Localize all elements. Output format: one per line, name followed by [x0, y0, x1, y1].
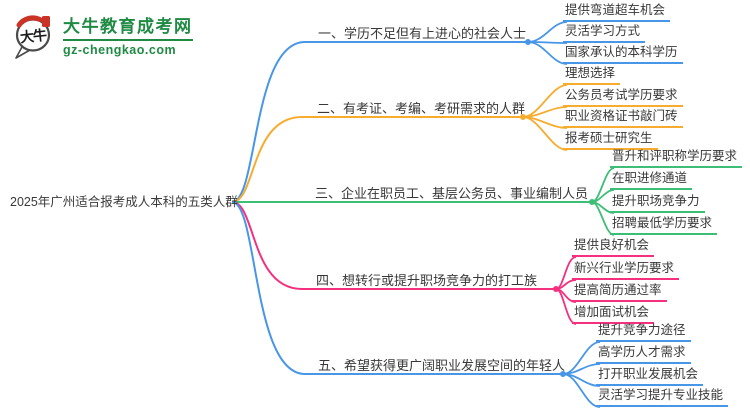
branch-line-5: [231, 201, 601, 408]
logo-bubble-shape: [15, 15, 51, 59]
child-node: 提供良好机会: [572, 238, 655, 257]
child-node: 新兴行业学历要求: [572, 261, 680, 280]
child-node: 理想选择: [563, 66, 621, 85]
branch-line-4: [231, 201, 577, 325]
site-title: 大牛教育成考网: [63, 17, 193, 36]
center-topic: 2025年广州适合报考成人本科的五类人群: [10, 195, 238, 209]
branch-label-2: 二、有考证、考编、考研需求的人群: [317, 101, 526, 116]
child-node: 职业资格证书敲门砖: [563, 109, 683, 128]
child-node: 国家承认的本科学历: [563, 45, 683, 64]
child-node: 打开职业发展机会: [596, 367, 704, 386]
child-node: 提升竞争力途径: [596, 323, 691, 342]
logo-bubble-icon: 大牛: [12, 13, 56, 60]
site-logo[interactable]: 大牛 大牛教育成考网 gz-chengkao.com: [12, 13, 193, 60]
child-node: 在职进修通道: [610, 171, 693, 190]
branch-label-3: 三、企业在职员工、基层公务员、事业编制人员: [315, 186, 589, 201]
child-node: 增加面试机会: [572, 305, 655, 324]
child-node: 提高简历通过率: [572, 283, 667, 302]
logo-hanzi: 大牛: [19, 27, 47, 47]
branch-label-1: 一、学历不足但有上进心的社会人士: [318, 26, 527, 41]
branch-label-4: 四、想转行或提升职场竞争力的打工族: [316, 273, 538, 288]
child-node: 提供弯道超车机会: [563, 3, 671, 22]
child-node: 高学历人才需求: [596, 345, 691, 364]
logo-text-block: 大牛教育成考网 gz-chengkao.com: [63, 16, 193, 57]
child-node: 灵活学习提升专业技能: [596, 388, 729, 407]
branch-label-5: 五、希望获得更广阔职业发展空间的年轻人: [318, 358, 566, 373]
child-node: 公务员考试学历要求: [563, 88, 683, 107]
child-node: 灵活学习方式: [563, 24, 646, 43]
child-node: 晋升和评职称学历要求: [610, 149, 743, 168]
site-domain: gz-chengkao.com: [63, 39, 193, 57]
child-node: 报考硕士研究生: [563, 131, 658, 150]
branch-line-2: [231, 84, 568, 203]
branch-line-3: [232, 167, 615, 236]
child-node: 提升职场竞争力: [610, 194, 705, 213]
child-node: 招聘最低学历要求: [610, 216, 718, 235]
